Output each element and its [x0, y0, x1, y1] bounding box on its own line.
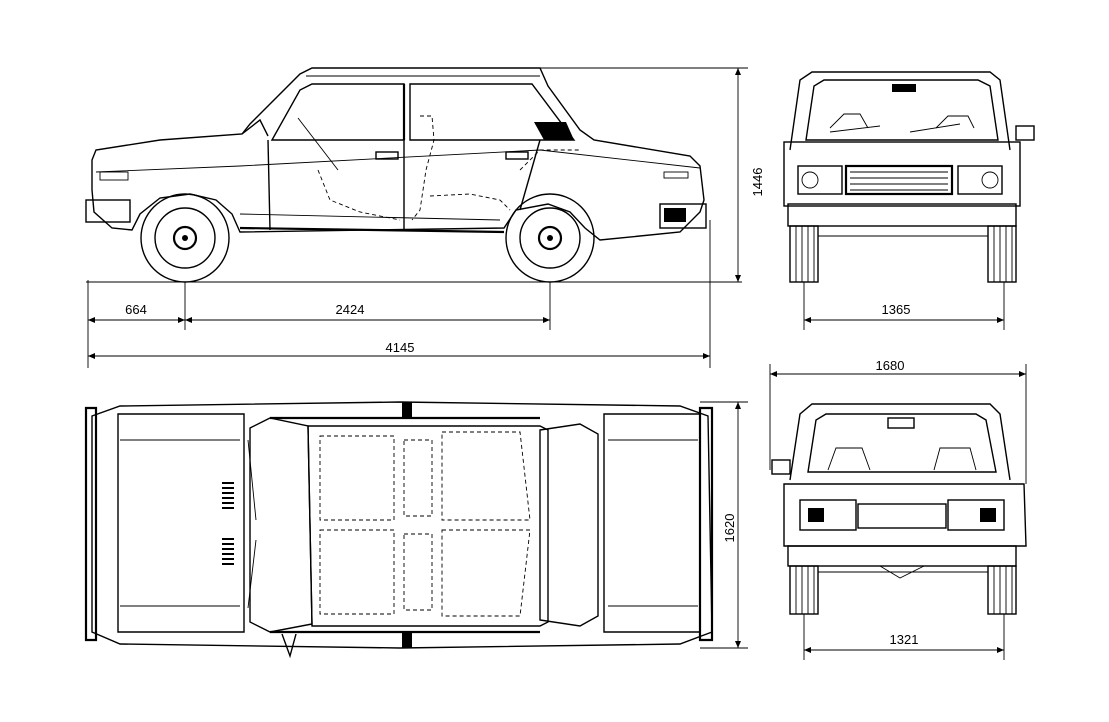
top-view [84, 401, 714, 659]
top-dimensions: 1620 [700, 401, 748, 649]
front-view [783, 71, 1035, 283]
rear-dimensions: 1680 1321 [769, 358, 1027, 660]
dim-overall-length: 4145 [386, 340, 415, 355]
rear-view [771, 403, 1027, 615]
dim-rear-track: 1321 [890, 632, 919, 647]
dim-overall-width: 1680 [876, 358, 905, 373]
side-view [85, 67, 742, 330]
dim-height: 1446 [750, 168, 765, 197]
dim-front-track: 1365 [882, 302, 911, 317]
side-dimensions: 664 2424 4145 1446 [87, 67, 765, 368]
dim-front-overhang: 664 [125, 302, 147, 317]
dim-body-width: 1620 [722, 514, 737, 543]
dim-wheelbase: 2424 [336, 302, 365, 317]
front-dimensions: 1365 [803, 282, 1005, 330]
